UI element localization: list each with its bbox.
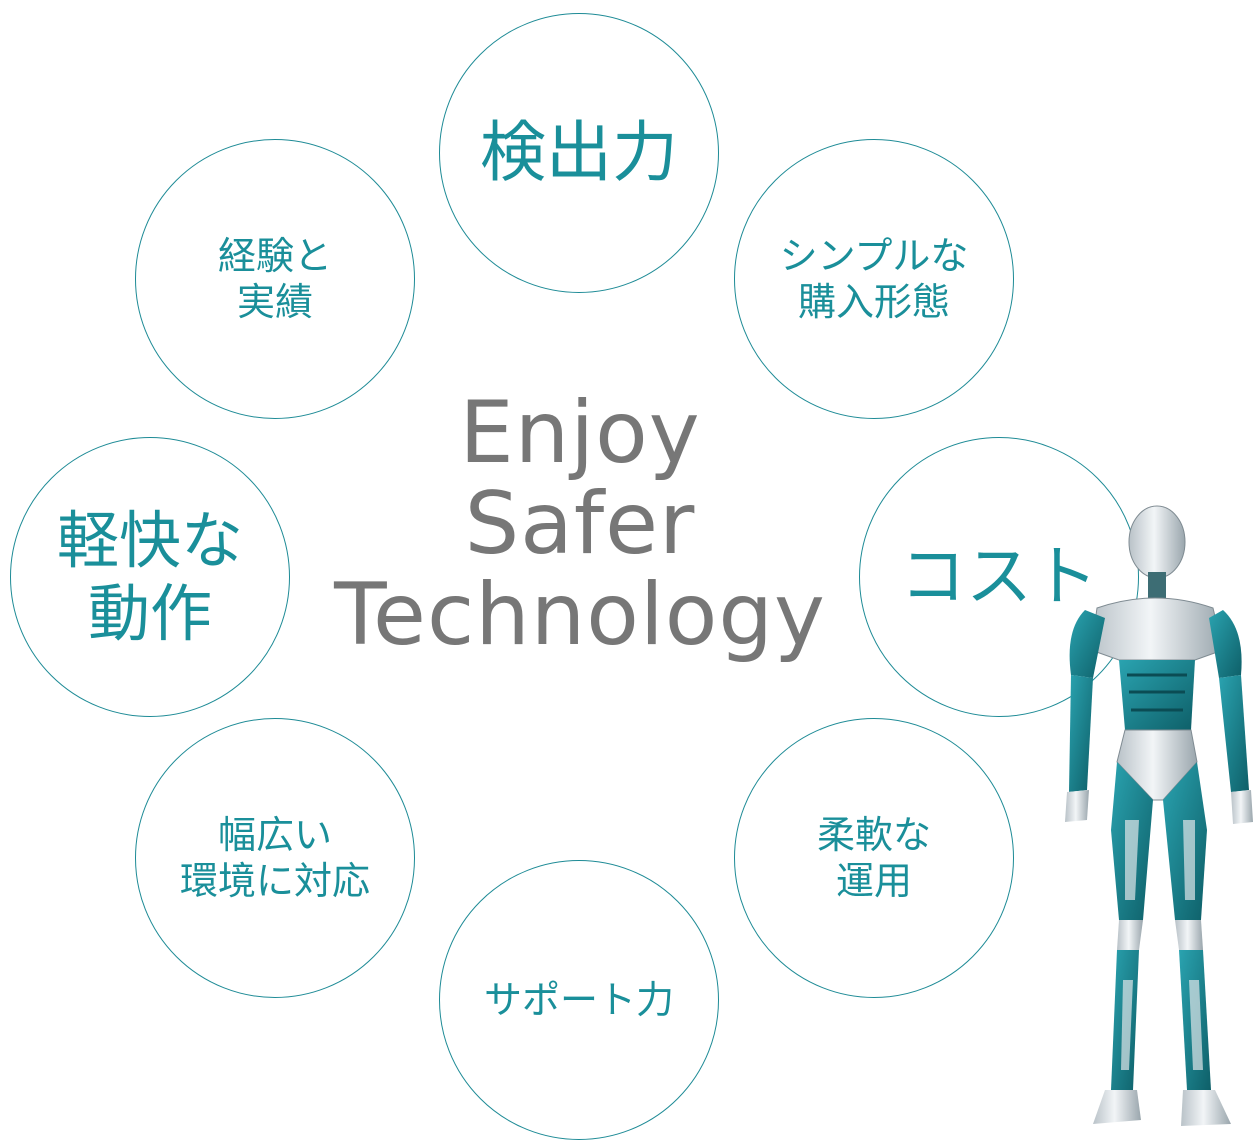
feature-circle-flexible: 柔軟な 運用 (734, 718, 1014, 998)
tagline: Enjoy Safer Technology (334, 383, 826, 666)
feature-label-purchase: シンプルな 購入形態 (779, 233, 969, 324)
feature-label-light: 軽快な 動作 (56, 503, 243, 650)
feature-label-wide: 幅広い 環境に対応 (179, 812, 370, 903)
feature-circle-light: 軽快な 動作 (10, 437, 290, 717)
feature-circle-cost: コスト (859, 437, 1139, 717)
feature-label-detection: 検出力 (480, 114, 678, 192)
feature-label-support: サポート力 (483, 977, 674, 1022)
feature-label-cost: コスト (900, 538, 1098, 616)
feature-circle-wide: 幅広い 環境に対応 (135, 718, 415, 998)
feature-circle-detection: 検出力 (439, 13, 719, 293)
feature-circle-experience: 経験と 実績 (135, 139, 415, 419)
robot-icon (1065, 505, 1253, 1126)
feature-circle-support: サポート力 (439, 860, 719, 1140)
feature-circle-purchase: シンプルな 購入形態 (734, 139, 1014, 419)
feature-label-experience: 経験と 実績 (217, 233, 332, 324)
feature-label-flexible: 柔軟な 運用 (816, 812, 931, 903)
